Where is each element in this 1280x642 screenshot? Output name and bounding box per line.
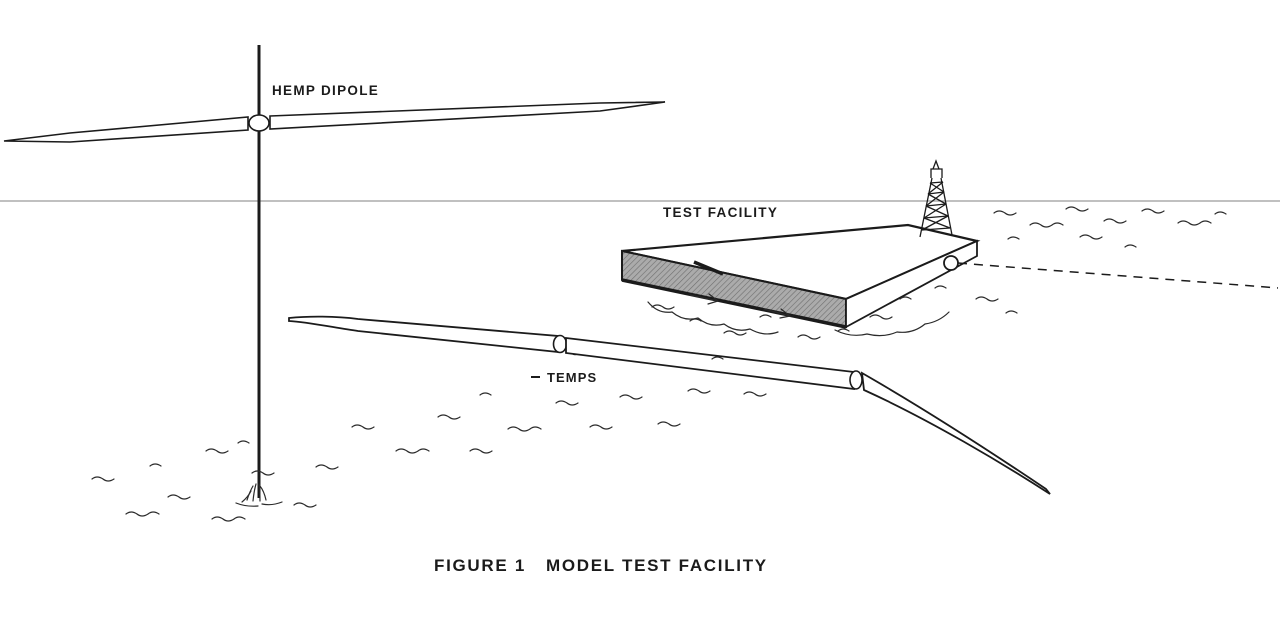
ground-texture [91,206,1227,522]
dashed-range-line [957,262,1279,289]
temps-label: TEMPS [547,370,597,385]
hemp-dipole-label: HEMP DIPOLE [272,83,379,98]
figure-title: MODEL TEST FACILITY [546,556,768,575]
figure-caption: FIGURE 1 MODEL TEST FACILITY [434,556,768,575]
derrick-tower-icon [919,159,953,238]
figure-number: FIGURE 1 [434,556,526,575]
under-platform-ice-edge [647,293,950,337]
antenna-mast [235,45,283,507]
grass-tuft [235,483,283,507]
temps-cable [288,315,1051,495]
test-facility-platform [621,223,981,337]
dipole-feed-junction [248,114,270,132]
cable-entry-port [943,255,959,271]
test-facility-label: TEST FACILITY [663,205,778,220]
platform-surface-mark [693,260,724,276]
hemp-dipole-antenna [3,101,666,143]
